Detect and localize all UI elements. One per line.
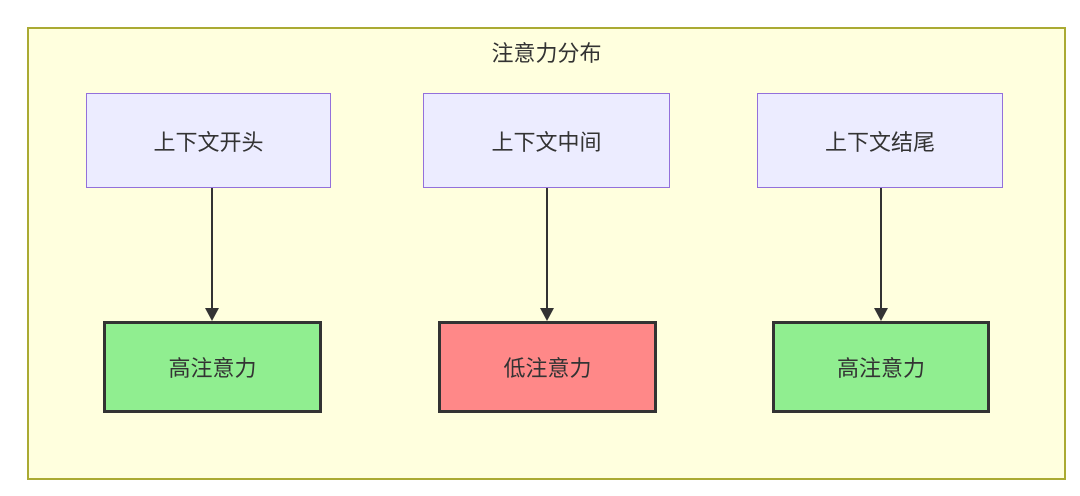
arrow-line	[880, 188, 882, 308]
node-low-attention-middle-label: 低注意力	[503, 356, 592, 381]
arrow-line	[546, 188, 548, 308]
arrowhead-icon	[540, 308, 554, 321]
node-context-end-label: 上下文结尾	[824, 129, 935, 155]
node-context-end: 上下文结尾	[757, 93, 1003, 188]
node-high-attention-start: 高注意力	[103, 321, 322, 413]
arrow-line	[211, 188, 213, 308]
diagram-title: 注意力分布	[491, 41, 602, 66]
down-arrow-end	[874, 188, 888, 321]
down-arrow-start	[205, 188, 219, 321]
node-high-attention-start-label: 高注意力	[168, 356, 257, 381]
node-context-middle-label: 上下文中间	[491, 129, 602, 155]
node-high-attention-end: 高注意力	[772, 321, 990, 413]
node-context-start-label: 上下文开头	[153, 129, 264, 155]
node-context-middle: 上下文中间	[423, 93, 670, 188]
down-arrow-middle	[540, 188, 554, 321]
node-high-attention-end-label: 高注意力	[836, 356, 925, 381]
node-low-attention-middle: 低注意力	[438, 321, 657, 413]
node-context-start: 上下文开头	[86, 93, 331, 188]
attention-distribution-container: 注意力分布 上下文开头 上下文中间 上下文结尾 高注意力 低	[27, 27, 1066, 480]
arrowhead-icon	[205, 308, 219, 321]
arrowhead-icon	[874, 308, 888, 321]
